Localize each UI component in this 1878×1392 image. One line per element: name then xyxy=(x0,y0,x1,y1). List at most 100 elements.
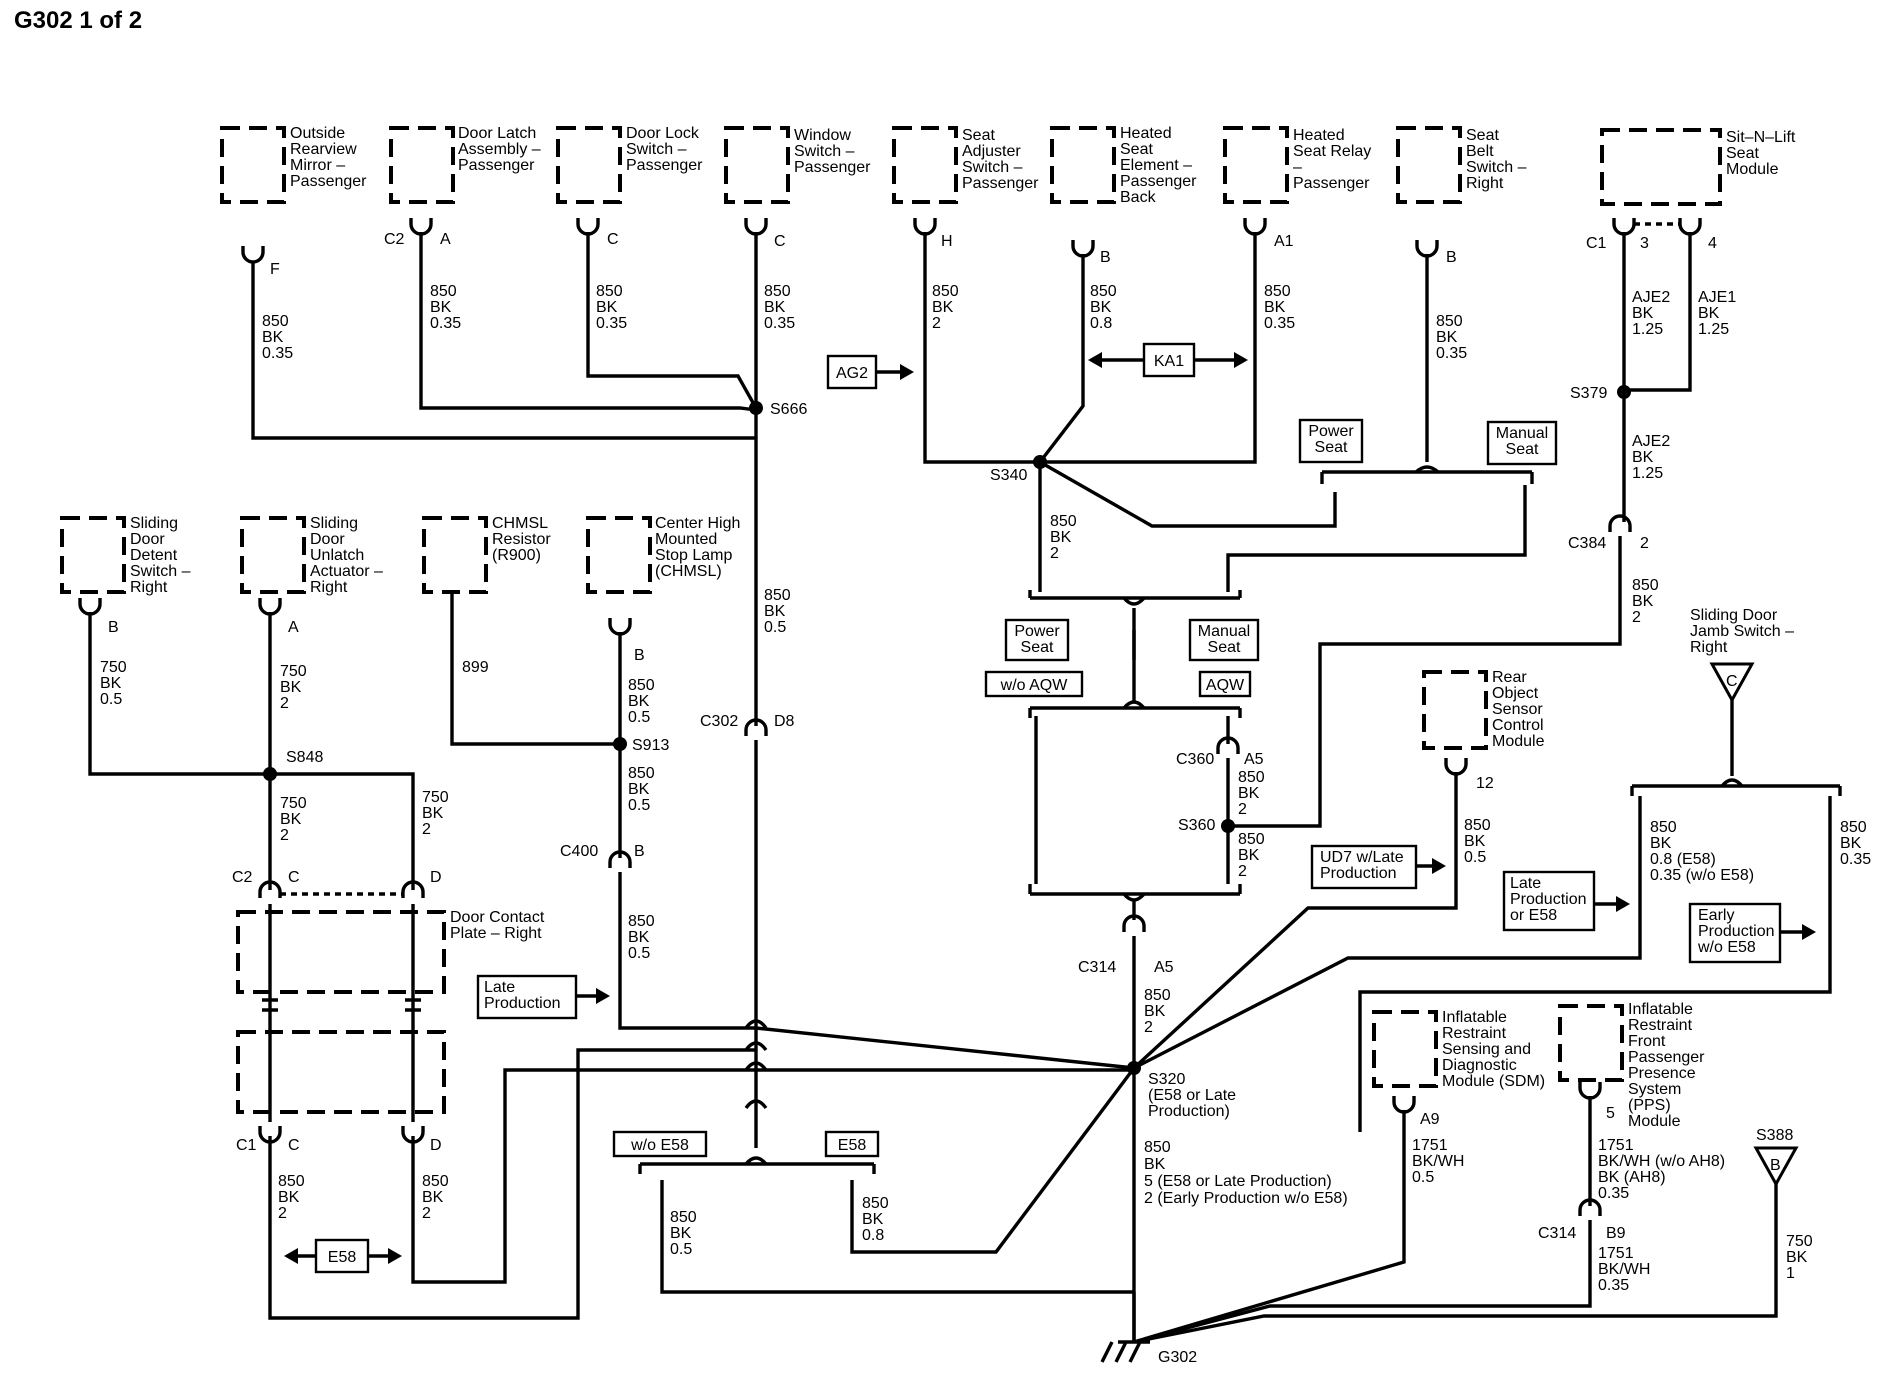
contact-gap-right xyxy=(405,998,421,1012)
splice-s666 xyxy=(749,401,763,415)
wire-detent xyxy=(88,612,270,776)
pin-c400pin: B xyxy=(634,843,645,860)
splice-s848 xyxy=(263,767,277,781)
connector-sdm xyxy=(1392,1096,1416,1114)
cross-3 xyxy=(744,1061,768,1072)
arrow-ud7 xyxy=(1432,858,1446,874)
splice-s320 xyxy=(1127,1061,1141,1075)
connector-rearobj xyxy=(1444,758,1468,776)
tag-e58b xyxy=(824,1130,880,1158)
wire-s848-d xyxy=(270,772,415,890)
pin-sitn-conn: C1 xyxy=(1586,235,1607,252)
taglabel-woaqw: w/o AQW xyxy=(1000,677,1069,694)
tag-ag2 xyxy=(826,354,878,390)
pin-rearobj: 12 xyxy=(1476,775,1494,792)
hook-belt-bar xyxy=(1320,465,1534,484)
pin-s388: S388 xyxy=(1756,1127,1793,1144)
pin-c1: C1 xyxy=(236,1137,257,1154)
hook-jamb xyxy=(1630,778,1842,796)
wire-lock xyxy=(586,232,758,409)
connector-c400 xyxy=(608,850,632,868)
connector-belt xyxy=(1415,240,1439,258)
connectors xyxy=(78,218,1842,1216)
tag-e58a xyxy=(314,1238,370,1274)
jamb-triangle xyxy=(1709,662,1755,704)
wire-seatadj xyxy=(923,232,1040,464)
pin-sitn3: 3 xyxy=(1640,235,1649,252)
cross-1 xyxy=(744,1019,768,1030)
contact-gap-left xyxy=(262,998,278,1012)
pin-c360: C360 xyxy=(1176,751,1214,768)
box-sitnlift xyxy=(1600,128,1722,206)
connector-chmsl xyxy=(608,618,632,636)
pin-mirror: F xyxy=(270,261,280,278)
pin-c384pin: 2 xyxy=(1640,535,1649,552)
hook-opt2 xyxy=(1028,700,1242,718)
box-mirror xyxy=(220,126,286,204)
page-title: G302 1 of 2 xyxy=(14,7,142,34)
wire-jambR xyxy=(1358,796,1832,1132)
box-heatrelay xyxy=(1223,126,1289,204)
pin-unlatch: A xyxy=(288,619,299,636)
wire-c1d xyxy=(411,1068,1134,1284)
wire-s360-s384 xyxy=(1228,536,1622,828)
arrow-late1 xyxy=(596,988,610,1004)
hook-opt3 xyxy=(1028,884,1242,902)
splicelabel-s666: S666 xyxy=(770,401,807,418)
connector-sitn4 xyxy=(1678,218,1702,236)
pin-c302: C302 xyxy=(700,713,738,730)
taglabel-aqw: AQW xyxy=(1206,677,1245,694)
connector-heatelem xyxy=(1071,240,1095,258)
arrow-ka1-right xyxy=(1234,352,1248,368)
box-seatadj xyxy=(892,126,958,204)
pin-c1d: D xyxy=(430,1137,442,1154)
pin-c314apin: A5 xyxy=(1154,959,1174,976)
pin-sitn4: 4 xyxy=(1708,235,1717,252)
pin-c302pin: D8 xyxy=(774,713,795,730)
connector-c360 xyxy=(1216,736,1240,754)
splicelabel-s913: S913 xyxy=(632,737,669,754)
pin-window: C xyxy=(774,233,786,250)
cross-4 xyxy=(744,1099,768,1110)
taglabel-e58a: E58 xyxy=(328,1249,357,1266)
box-chmslres xyxy=(422,516,488,594)
pin-s388pin: B xyxy=(1770,1157,1781,1174)
wire-heatelem xyxy=(1038,254,1085,464)
connector-detent xyxy=(78,598,102,616)
wire-woe58 xyxy=(660,1180,1134,1294)
